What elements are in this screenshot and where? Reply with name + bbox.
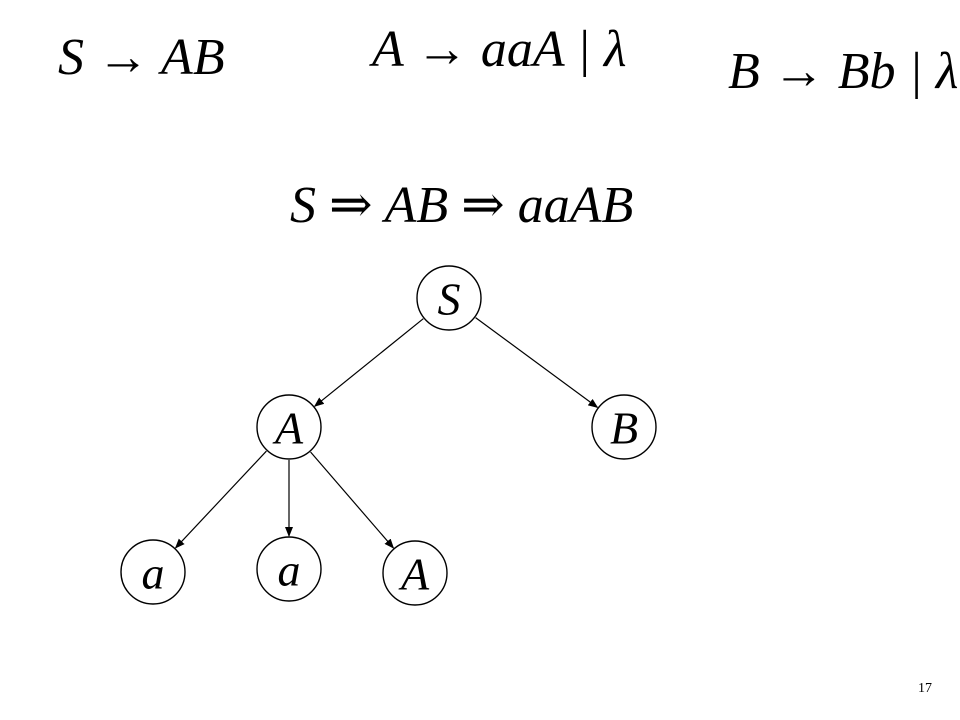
- tree-node-a1: A: [256, 394, 322, 460]
- production-rule-b: B → Bb | λ: [728, 43, 959, 100]
- tree-nodes: S A Ba a A: [120, 265, 657, 606]
- tree-node-label: S: [438, 274, 461, 325]
- tree-node-s: S: [416, 265, 482, 331]
- tree-edge-a1-to-a1: [174, 450, 267, 549]
- tree-node-circle: [256, 394, 322, 460]
- tree-node-a2: A: [382, 540, 448, 606]
- production-rule-a: A → aaA | λ: [372, 21, 627, 78]
- tree-node-circle: [591, 394, 657, 460]
- page-number: 17: [918, 681, 932, 696]
- tree-edge-s-to-b: [475, 317, 599, 409]
- tree-node-label: B: [610, 403, 638, 454]
- tree-node-circle: [382, 540, 448, 606]
- tree-node-label: a: [278, 545, 301, 596]
- tree-node-label: a: [142, 548, 165, 599]
- tree-node-a1: a: [120, 539, 186, 605]
- tree-edge-s-to-a1: [313, 318, 424, 407]
- derivation-sequence: S ⇒ AB ⇒ aaAB: [290, 177, 634, 234]
- production-rule-s: S → AB: [58, 29, 225, 86]
- tree-node-label: A: [398, 549, 430, 600]
- tree-edge-a1-to-a2: [310, 451, 395, 549]
- tree-node-circle: [416, 265, 482, 331]
- tree-node-label: A: [272, 403, 304, 454]
- tree-edges: [174, 317, 599, 549]
- tree-node-a2: a: [256, 536, 322, 602]
- tree-node-b: B: [591, 394, 657, 460]
- tree-node-circle: [256, 536, 322, 602]
- tree-node-circle: [120, 539, 186, 605]
